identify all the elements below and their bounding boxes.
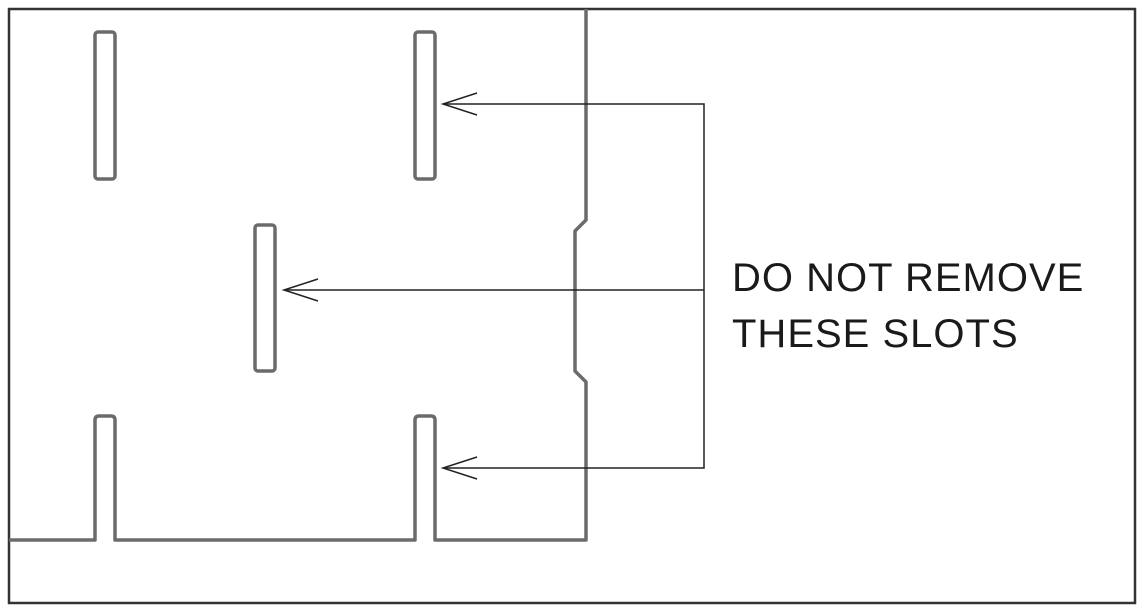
callout-line-1: DO NOT REMOVE — [732, 256, 1085, 300]
callout-label: DO NOT REMOVE THESE SLOTS — [732, 250, 1132, 362]
arrowhead-bottom — [440, 456, 478, 480]
slot-top-left — [93, 30, 117, 181]
outer-frame — [7, 7, 1137, 605]
panel-outline — [9, 9, 588, 542]
leader-bracket — [443, 103, 705, 469]
arrowhead-top — [440, 92, 478, 116]
callout-line-2: THESE SLOTS — [732, 312, 1019, 356]
slot-middle — [253, 223, 277, 373]
slot-top-right — [413, 30, 437, 181]
arrowhead-middle — [281, 278, 319, 302]
